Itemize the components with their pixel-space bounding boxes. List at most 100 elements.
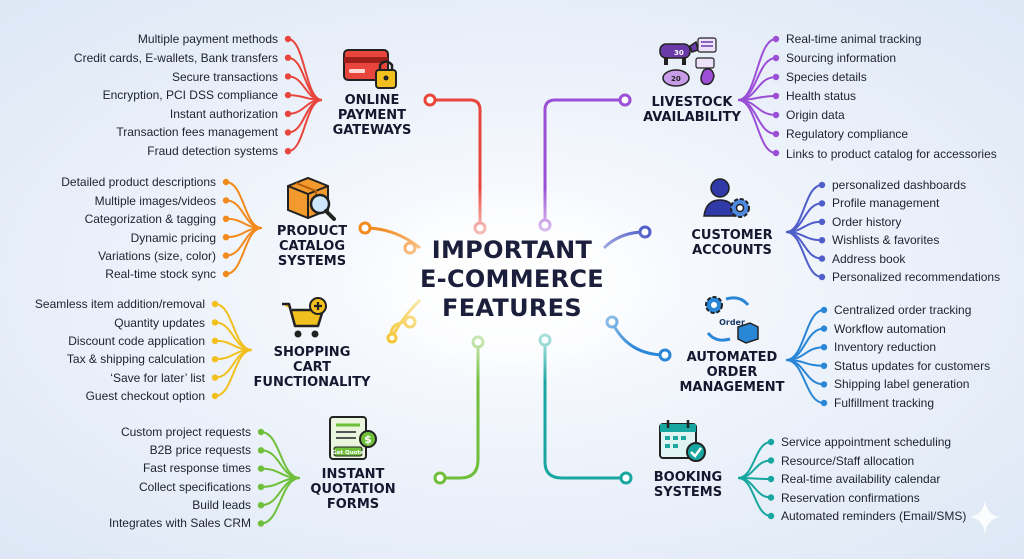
connector-payment [432, 98, 482, 228]
quote-fan-dot [257, 520, 265, 527]
livestock-count-30: 30 [674, 49, 684, 57]
quote-item: Custom project requests [120, 425, 251, 439]
booking-item: Resource/Staff allocation [781, 454, 915, 468]
quote-fan-line [260, 431, 301, 479]
branch-label-line: AUTOMATED [686, 350, 778, 365]
branch-label-line: FORMS [326, 497, 380, 512]
accounts-fan-dot [818, 218, 826, 225]
payment-fan-dot [284, 129, 292, 136]
orders-fan-dot [820, 306, 828, 314]
quote-document-icon: $ Get Quote [329, 416, 377, 460]
booking-fan-line [737, 441, 772, 479]
booking-fan-dot [767, 512, 775, 520]
orders-fan-line [785, 359, 825, 404]
credit-card-lock-icon [343, 49, 397, 89]
payment-item: Multiple payment methods [137, 32, 278, 46]
connector-booking [543, 340, 626, 480]
accounts-item: Personalized recommendations [832, 270, 1001, 284]
quote-fan-dot [257, 465, 265, 472]
livestock-item: Real-time animal tracking [786, 32, 922, 46]
accounts-item: Wishlists & favorites [832, 233, 940, 247]
branch-label-line: CUSTOMER [691, 228, 773, 243]
orders-fan-dot [820, 344, 828, 351]
booking-item: Reservation confirmations [781, 491, 920, 505]
accounts-fan-dot [818, 200, 826, 207]
payment-fan-dot [284, 35, 292, 43]
catalog-fan-line [225, 217, 263, 229]
shopping-cart-plus-icon [282, 297, 327, 338]
orders-item: Shipping label generation [834, 377, 970, 391]
quote-fan-dot [257, 428, 265, 436]
livestock-fan-dot [772, 130, 780, 138]
cart-fan-dot [211, 337, 219, 344]
booking-item: Service appointment scheduling [781, 435, 952, 449]
payment-fan-line [287, 56, 323, 101]
svg-text:$: $ [364, 433, 372, 446]
cart-fan-dot [211, 356, 219, 363]
title-line-1: IMPORTANT [431, 236, 593, 264]
catalog-fan-dot [222, 270, 230, 278]
branch-label-line: INSTANT [321, 467, 385, 482]
branch-label-cart: SHOPPING CART FUNCTIONALITY [252, 345, 372, 390]
calendar-check-icon [659, 420, 706, 462]
catalog-fan-dot [222, 234, 230, 241]
livestock-fan-dot [772, 35, 780, 43]
livestock-fan-line [737, 99, 777, 154]
branch-label-line: SYSTEMS [653, 485, 723, 500]
accounts-fan-line [785, 184, 823, 233]
branch-label-line: CATALOG [278, 239, 346, 254]
branch-label-line: ONLINE [344, 93, 400, 108]
branch-label-line: QUOTATION [310, 482, 396, 497]
quote-item: Build leads [192, 498, 251, 512]
title-line-2: E-COMMERCE [419, 265, 605, 293]
accounts-item: Address book [832, 252, 906, 266]
booking-item: Real-time availability calendar [781, 472, 941, 486]
branch-label-booking: BOOKING SYSTEMS [638, 470, 738, 500]
cart-item: Quantity updates [114, 316, 205, 330]
quote-fan-dot [257, 447, 265, 454]
cart-fan-line [214, 303, 253, 351]
branch-label-payment: ONLINE PAYMENT GATEWAYS [322, 93, 422, 138]
cart-fan-line [214, 349, 253, 397]
payment-item: Encryption, PCI DSS compliance [102, 88, 278, 102]
orders-item: Fulfillment tracking [834, 396, 935, 410]
catalog-fan-dot [222, 178, 230, 186]
branch-label-line: PRODUCT [276, 224, 348, 239]
accounts-fan-dot [818, 181, 826, 189]
payment-item: Secure transactions [171, 70, 278, 84]
cart-item: ‘Save for later’ list [110, 371, 205, 385]
catalog-item: Detailed product descriptions [61, 175, 216, 189]
branch-label-quote: INSTANT QUOTATION FORMS [303, 467, 403, 512]
orders-item: Status updates for customers [834, 359, 991, 373]
accounts-item: personalized dashboards [832, 178, 967, 192]
accounts-fan-line [785, 231, 823, 278]
payment-item: Instant authorization [169, 107, 278, 121]
branch-label-line: SYSTEMS [277, 254, 347, 269]
order-gears-box-icon: Order [705, 296, 759, 344]
branch-label-line: ACCOUNTS [692, 243, 772, 258]
branch-label-line: SHOPPING [273, 345, 351, 360]
livestock-item: Regulatory compliance [786, 127, 909, 141]
quote-item: Collect specifications [138, 480, 251, 494]
payment-fan-line [287, 38, 323, 101]
livestock-count-20: 20 [671, 75, 681, 83]
payment-item: Fraud detection systems [147, 144, 278, 158]
catalog-item: Dynamic pricing [130, 231, 216, 245]
livestock-item: Health status [786, 89, 857, 103]
branch-label-line: MANAGEMENT [679, 380, 785, 395]
sparkle-icon [970, 500, 1000, 534]
branch-label-line: BOOKING [653, 470, 723, 485]
quote-fan-line [260, 477, 301, 525]
livestock-item: Species details [786, 70, 867, 84]
cart-fan-line [214, 339, 253, 351]
accounts-item: Order history [832, 215, 902, 229]
booking-fan-line [737, 477, 772, 517]
livestock-fan-dot [772, 54, 780, 62]
cart-fan-dot [211, 374, 219, 381]
quote-item: B2B price requests [149, 443, 251, 457]
quote-button-text: Get Quote [332, 450, 364, 456]
catalog-fan-dot [222, 197, 230, 204]
catalog-fan-dot [222, 252, 230, 259]
livestock-icon: 30 20 [659, 37, 717, 87]
branch-label-line: ORDER [706, 365, 758, 380]
